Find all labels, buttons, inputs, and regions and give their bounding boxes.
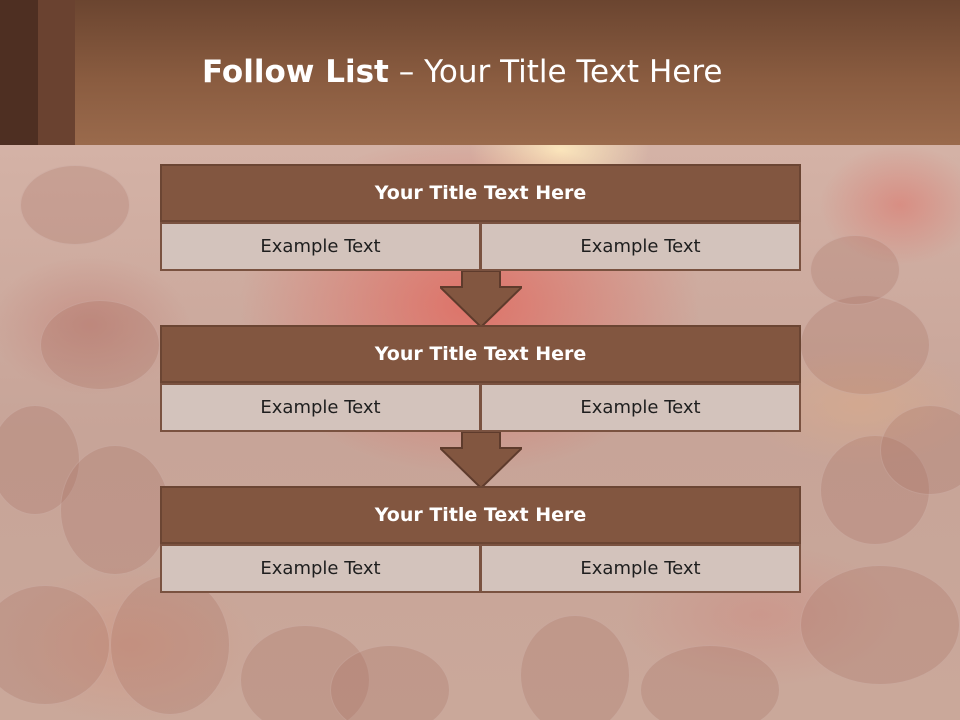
pebble-shape bbox=[110, 575, 230, 715]
block-cell-left: Example Text bbox=[160, 222, 481, 271]
pebble-shape bbox=[0, 585, 110, 705]
pebble-shape bbox=[40, 300, 160, 390]
list-block-2: Your Title Text Here Example Text Exampl… bbox=[160, 325, 801, 432]
block-title: Your Title Text Here bbox=[160, 486, 801, 544]
list-block-1: Your Title Text Here Example Text Exampl… bbox=[160, 164, 801, 271]
block-cell-right: Example Text bbox=[481, 383, 801, 432]
pebble-shape bbox=[330, 645, 450, 720]
header-stripe-dark bbox=[0, 0, 38, 145]
pebble-shape bbox=[810, 235, 900, 305]
slide-title-bold: Follow List bbox=[202, 54, 389, 90]
block-cell-left: Example Text bbox=[160, 383, 481, 432]
down-arrow-icon bbox=[440, 432, 522, 490]
block-row: Example Text Example Text bbox=[160, 222, 801, 271]
block-cell-left: Example Text bbox=[160, 544, 481, 593]
pebble-shape bbox=[800, 295, 930, 395]
block-cell-right: Example Text bbox=[481, 222, 801, 271]
header-stripe-medium bbox=[38, 0, 75, 145]
pebble-shape bbox=[20, 165, 130, 245]
down-arrow-icon bbox=[440, 271, 522, 329]
list-block-3: Your Title Text Here Example Text Exampl… bbox=[160, 486, 801, 593]
header-band: Follow List – Your Title Text Here bbox=[0, 0, 960, 145]
pebble-shape bbox=[800, 565, 960, 685]
block-row: Example Text Example Text bbox=[160, 544, 801, 593]
block-row: Example Text Example Text bbox=[160, 383, 801, 432]
block-cell-right: Example Text bbox=[481, 544, 801, 593]
pebble-shape bbox=[60, 445, 170, 575]
pebble-shape bbox=[520, 615, 630, 720]
block-title: Your Title Text Here bbox=[160, 325, 801, 383]
slide-title: Follow List – Your Title Text Here bbox=[202, 54, 722, 98]
slide-title-rest: – Your Title Text Here bbox=[388, 54, 723, 90]
block-title: Your Title Text Here bbox=[160, 164, 801, 222]
pebble-shape bbox=[640, 645, 780, 720]
